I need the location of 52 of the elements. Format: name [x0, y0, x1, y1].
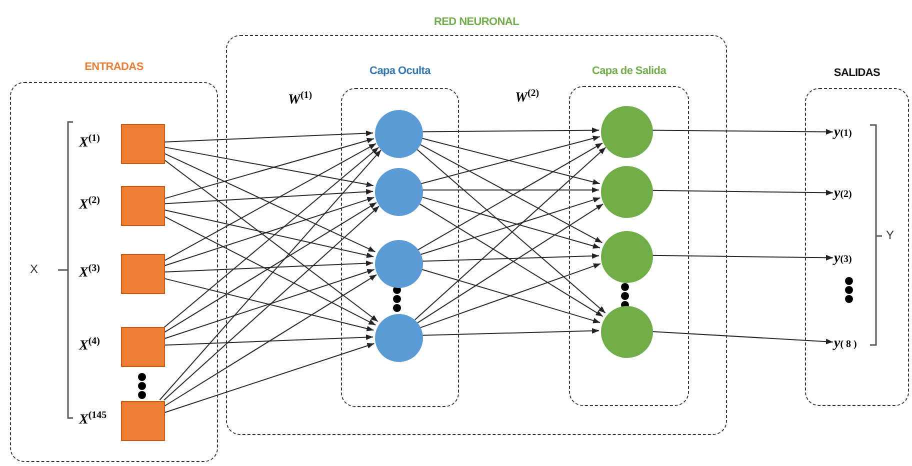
arrow	[164, 269, 375, 340]
input-square	[121, 124, 165, 164]
group-title: ENTRADAS	[84, 61, 144, 73]
neuron-circle	[601, 166, 653, 218]
input-label: X$^{(4)}$	[79, 336, 100, 355]
neuron-circle	[601, 106, 653, 158]
arrow	[159, 149, 382, 400]
arrow	[164, 196, 375, 266]
neuron-circle	[375, 168, 423, 216]
input-square	[121, 254, 165, 294]
arrow	[650, 254, 834, 260]
weight-label: W$^{(1)}$	[288, 90, 312, 109]
group-title: Capa Oculta	[370, 65, 430, 77]
arrow	[650, 190, 834, 196]
input-square	[121, 401, 165, 441]
vector-label: Y	[886, 228, 894, 242]
arrow	[164, 202, 378, 334]
arrow	[164, 206, 380, 401]
group-title: Capa de Salida	[592, 65, 666, 77]
neuron-circle	[375, 314, 423, 362]
arrow	[164, 152, 376, 252]
arrow	[164, 343, 375, 414]
neuron-circle	[375, 110, 423, 158]
arrow	[164, 143, 376, 262]
group-title: SALIDAS	[834, 67, 880, 79]
input-label: X$^{(2)}$	[79, 195, 100, 214]
input-square	[121, 186, 165, 226]
input-label: X$^{(3)}$	[79, 263, 100, 282]
neuron-circle	[601, 231, 653, 283]
input-square	[121, 327, 165, 367]
arrow	[164, 260, 374, 273]
arrow	[420, 187, 600, 193]
weight-label: W$^{(2)}$	[515, 88, 540, 107]
arrow	[164, 138, 374, 200]
arrow	[164, 189, 374, 204]
arrow	[164, 130, 374, 143]
vector-label: X	[30, 262, 38, 276]
arrow	[420, 128, 600, 134]
input-label: X$^{(1)}$	[79, 133, 100, 152]
arrow	[164, 278, 374, 332]
arrow	[164, 274, 378, 407]
arrow	[164, 209, 374, 258]
group-title: RED NEURONAL	[434, 16, 519, 28]
arrow	[420, 328, 600, 336]
arrow	[164, 146, 374, 188]
arrow	[164, 216, 376, 326]
arrow	[164, 334, 374, 346]
arrow	[420, 253, 600, 262]
neuron-circle	[375, 240, 423, 288]
neuron-circle	[601, 306, 653, 358]
input-label: X$^{(145}$	[79, 410, 107, 429]
arrow	[650, 128, 834, 135]
